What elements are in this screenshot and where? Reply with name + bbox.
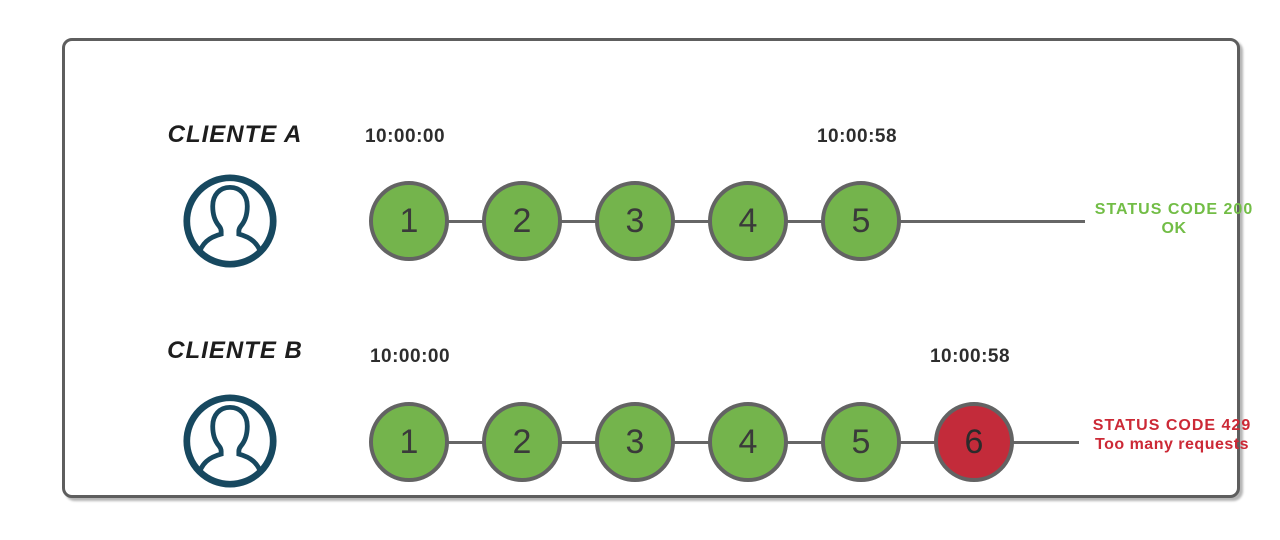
status-code-text: STATUS CODE 200 [1094, 201, 1254, 218]
client-b-status: STATUS CODE 429 Too many requests [1083, 416, 1261, 454]
request-circle: 3 [595, 181, 675, 261]
request-circle: 5 [821, 402, 901, 482]
client-a-label: CLIENTE A [167, 121, 303, 148]
request-circle: 2 [482, 181, 562, 261]
status-message-text: Too many requests [1094, 436, 1249, 453]
request-circle: 2 [482, 402, 562, 482]
request-circle: 1 [369, 181, 449, 261]
status-message-text: OK [1161, 220, 1187, 237]
user-avatar-icon [183, 174, 277, 268]
client-b-label: CLIENTE B [167, 337, 303, 364]
client-b-start-time: 10:00:00 [369, 346, 451, 367]
client-a-end-time: 10:00:58 [816, 126, 898, 147]
request-circle: 5 [821, 181, 901, 261]
request-circle: 1 [369, 402, 449, 482]
request-circle: 4 [708, 181, 788, 261]
client-b-end-time: 10:00:58 [929, 346, 1011, 367]
client-a-status: STATUS CODE 200 OK [1091, 200, 1257, 238]
client-a-start-time: 10:00:00 [364, 126, 446, 147]
user-avatar-icon [183, 394, 277, 488]
diagram-frame: CLIENTE A 10:00:00 10:00:58 1 2 3 4 5 ST… [62, 38, 1252, 498]
request-circle: 4 [708, 402, 788, 482]
request-circle: 3 [595, 402, 675, 482]
status-code-text: STATUS CODE 429 [1092, 417, 1252, 434]
request-circle-rate-limited: 6 [934, 402, 1014, 482]
